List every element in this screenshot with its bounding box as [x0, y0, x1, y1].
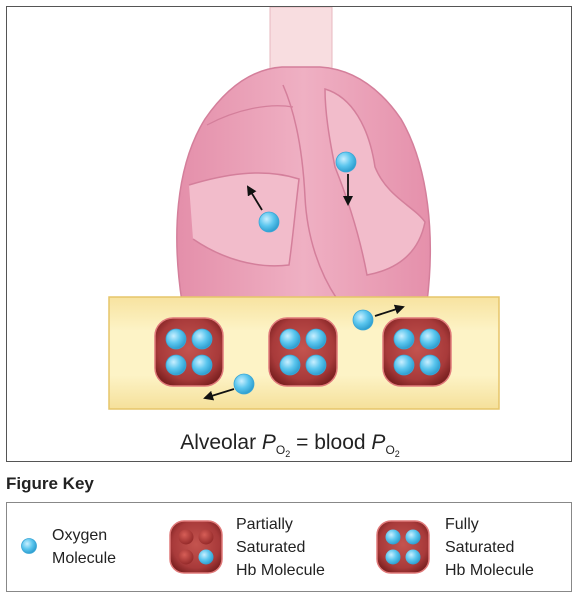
caption-p1: P — [261, 431, 276, 454]
diffusion-arrow — [374, 304, 405, 317]
alveolar-lobe-right — [324, 87, 426, 276]
bound-oxygen — [165, 328, 187, 350]
bound-oxygen — [305, 328, 327, 350]
caption-o1: O — [275, 443, 286, 457]
caption-middle: = blood — [290, 431, 372, 454]
diffusion-arrow — [203, 388, 235, 401]
bound-oxygen — [191, 328, 213, 350]
key-partial-line-1: Partially — [236, 516, 293, 533]
free-oxygen-molecule — [335, 151, 357, 173]
key-item-partially-saturated: Partially Saturated Hb Molecule — [162, 503, 367, 593]
free-oxygen-molecule — [352, 309, 374, 331]
hemoglobin-group — [154, 317, 452, 387]
diffusion-arrow — [246, 185, 263, 211]
hemoglobin-molecule — [382, 317, 452, 387]
bound-oxygen — [279, 354, 301, 376]
figure-frame: Alveolar PO2 = blood PO2 — [6, 6, 572, 462]
caption-p2: P — [371, 431, 386, 454]
key-partial-line-3: Hb Molecule — [236, 562, 325, 579]
bound-oxygen — [393, 354, 415, 376]
caption-n2: 2 — [394, 449, 400, 459]
free-oxygen-molecule — [233, 373, 255, 395]
bound-oxygen — [419, 354, 441, 376]
key-oxygen-line-2: Molecule — [52, 550, 117, 567]
bound-oxygen — [419, 328, 441, 350]
figure-key-title: Figure Key — [6, 474, 94, 493]
alveolar-lobe-left — [188, 172, 300, 267]
oxygen-molecule-icon — [21, 538, 37, 554]
hemoglobin-molecule — [268, 317, 338, 387]
caption-o2: O — [385, 443, 395, 457]
alveolus-diagram — [108, 7, 500, 410]
hemoglobin-molecule — [154, 317, 224, 387]
caption-n1: 2 — [285, 449, 291, 459]
key-item-oxygen: Oxygen Molecule — [7, 503, 167, 593]
caption-prefix: Alveolar — [180, 431, 262, 454]
key-item-fully-saturated: Fully Saturated Hb Molecule — [369, 503, 569, 593]
free-oxygen-molecule — [258, 211, 280, 233]
bound-oxygen — [305, 354, 327, 376]
oxygen-group — [203, 151, 405, 401]
key-partial-line-2: Saturated — [236, 539, 306, 556]
key-full-line-2: Saturated — [445, 539, 515, 556]
key-full-line-1: Fully — [445, 516, 479, 533]
figure-key: Oxygen Molecule Partially Saturated Hb M… — [6, 502, 572, 592]
bound-oxygen — [165, 354, 187, 376]
bound-oxygen — [279, 328, 301, 350]
key-oxygen-line-1: Oxygen — [52, 527, 108, 544]
fully-saturated-hb-icon — [376, 520, 430, 574]
bound-oxygen — [393, 328, 415, 350]
alveolar-fold-center — [282, 84, 338, 300]
bound-oxygen — [191, 354, 213, 376]
key-full-line-3: Hb Molecule — [445, 562, 534, 579]
equilibrium-caption: Alveolar PO2 = blood PO2 — [7, 431, 573, 459]
alveolar-fold-left — [206, 105, 294, 126]
partially-saturated-hb-icon — [169, 520, 223, 574]
